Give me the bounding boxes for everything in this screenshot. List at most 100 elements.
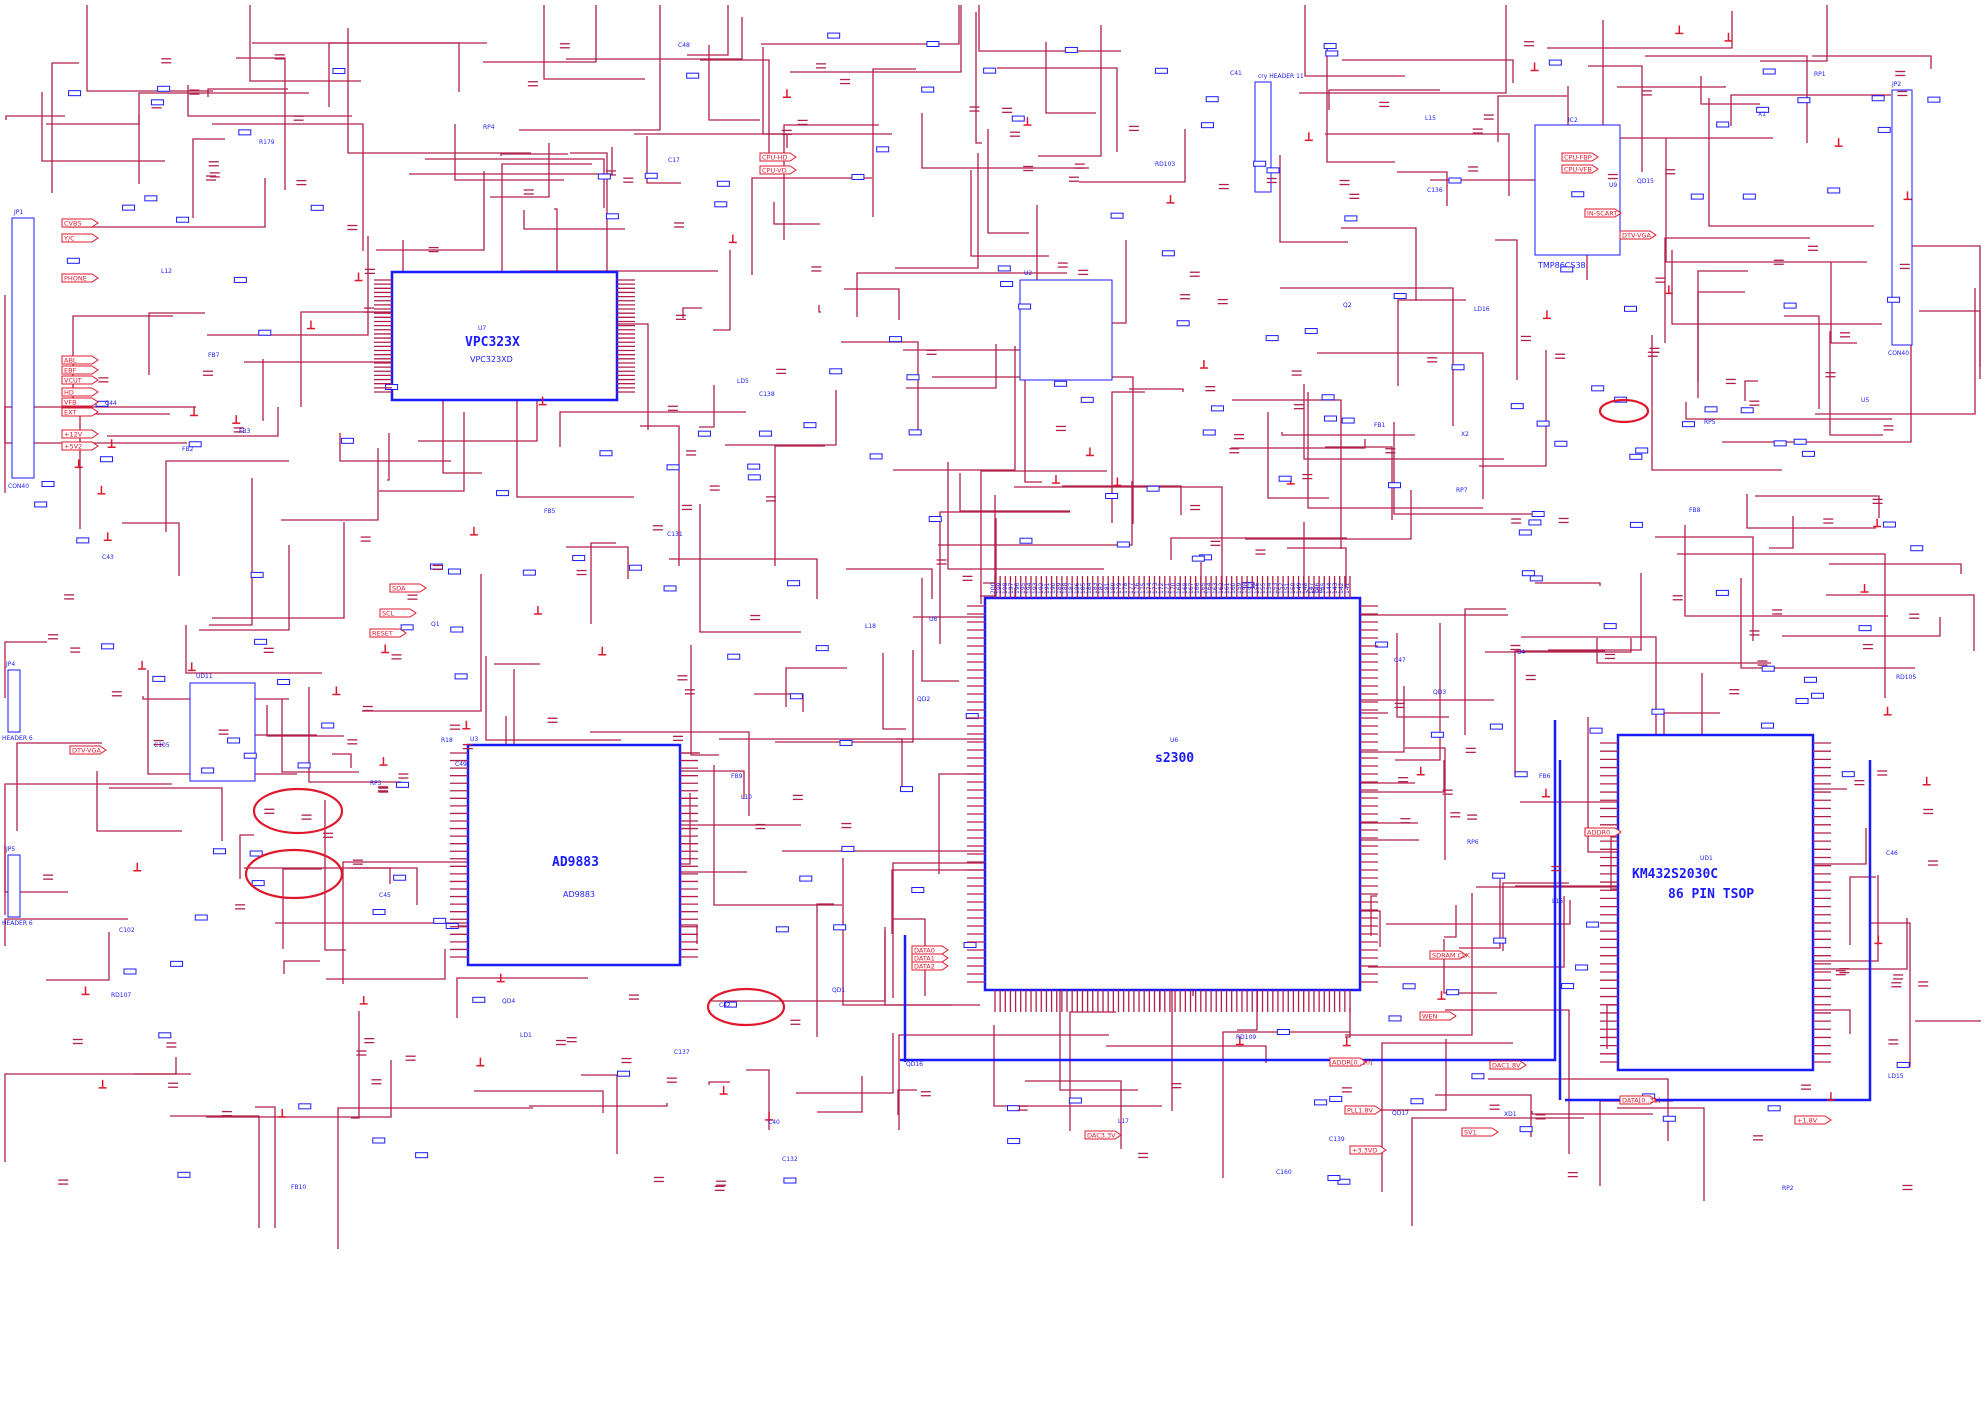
net-flag <box>69 745 107 755</box>
net-flag <box>61 375 99 385</box>
component-ref: FB3 <box>239 428 251 435</box>
wire <box>1304 5 1405 77</box>
component-ref: C44 <box>105 400 117 407</box>
pin-number: 193 <box>1032 582 1039 594</box>
component-ref: FB5 <box>544 508 556 515</box>
resistor <box>321 722 335 729</box>
component-ref: LD15 <box>1888 1073 1904 1080</box>
wire <box>1769 516 1794 549</box>
wire <box>993 1025 1162 1107</box>
wire <box>978 5 1121 52</box>
component-ref: RD109 <box>1236 1034 1256 1041</box>
wire <box>1746 494 1876 529</box>
net-flag <box>1084 1130 1122 1140</box>
resistor <box>605 213 619 220</box>
bus-layer <box>900 720 1872 1102</box>
resistor <box>716 180 730 187</box>
pin-number: 141 <box>1344 582 1351 594</box>
net-flag <box>61 273 99 283</box>
resistor <box>1629 521 1643 528</box>
wire <box>252 42 460 92</box>
pin-number: 188 <box>1062 582 1069 594</box>
component-ref: L10 <box>741 794 752 801</box>
component-ref: LD16 <box>1474 306 1490 313</box>
resistor <box>1761 665 1775 672</box>
wire <box>122 522 180 576</box>
pin-number: 151 <box>1284 582 1291 594</box>
wire <box>236 57 286 190</box>
resistor <box>1154 67 1168 74</box>
wire <box>483 5 597 63</box>
chip-u11: UD11 <box>189 673 256 782</box>
resistor <box>1927 96 1941 103</box>
resistor <box>644 172 658 179</box>
resistor <box>152 675 166 682</box>
wire <box>1444 905 1457 938</box>
resistor <box>1519 1126 1533 1133</box>
resistor <box>250 571 264 578</box>
resistor <box>1493 937 1507 944</box>
wire <box>687 5 729 56</box>
wire <box>646 136 681 184</box>
resistor <box>254 638 268 645</box>
component-ref: QD1 <box>832 987 845 994</box>
resistor <box>188 441 202 448</box>
resistor <box>385 383 399 390</box>
resistor <box>1019 537 1033 544</box>
chip-u1-ref: UD1 <box>1700 855 1713 862</box>
resistor <box>1548 59 1562 66</box>
wire <box>774 445 825 566</box>
wire <box>1548 573 1642 651</box>
resistor <box>1742 193 1756 200</box>
wire <box>1588 65 1643 172</box>
pin-number: 171 <box>1164 582 1171 594</box>
component-ref: C139 <box>1329 1136 1345 1143</box>
wire <box>387 433 390 481</box>
net-label: +5V2 <box>64 443 82 451</box>
resistor <box>1877 126 1891 133</box>
highlight-layer <box>244 398 1650 1027</box>
wire <box>519 5 661 131</box>
chip-u1: UD1 KM432S2030C 86 PIN TSOP <box>1616 733 1815 1072</box>
resistor <box>157 85 171 92</box>
resistor <box>1767 1105 1781 1112</box>
net-label: ABL <box>64 357 77 365</box>
resistor <box>1651 708 1665 715</box>
resistor <box>1492 872 1506 879</box>
pin-number: 191 <box>1044 582 1051 594</box>
resistor <box>243 752 257 759</box>
resistor <box>1329 1095 1343 1102</box>
wire <box>454 124 564 181</box>
wire <box>1405 747 1446 860</box>
wire <box>1784 315 1820 409</box>
pin-number: 192 <box>1038 582 1045 594</box>
wire <box>1617 1107 1705 1201</box>
net-label: ADDR0 <box>1587 829 1610 837</box>
resistor <box>1560 266 1574 273</box>
wire <box>1062 485 1182 515</box>
resistor <box>433 917 447 924</box>
net-label: PLL1.8V <box>1347 1107 1373 1115</box>
wire <box>1111 391 1145 523</box>
resistor <box>227 737 241 744</box>
resistor <box>1064 46 1078 53</box>
wire <box>1342 59 1514 83</box>
resistor <box>1448 177 1462 184</box>
wire <box>165 460 289 532</box>
resistor <box>1561 983 1575 990</box>
wire <box>516 394 634 498</box>
net-label: DTV-VGA <box>72 747 101 755</box>
wire <box>566 17 743 60</box>
header6-a-connector: JP4 HEADER 6 <box>2 661 33 742</box>
wire <box>212 123 364 251</box>
wire <box>783 124 879 240</box>
net-label: CPU-VD <box>762 167 787 175</box>
resistor <box>1388 1015 1402 1022</box>
wire <box>1547 11 1733 49</box>
resistor <box>799 875 813 882</box>
pin-number: 198 <box>1002 582 1009 594</box>
component-ref: QD15 <box>1637 178 1654 185</box>
pin-number: 187 <box>1068 582 1075 594</box>
pin-number: 166 <box>1194 582 1201 594</box>
component-ref: C49 <box>455 761 467 768</box>
